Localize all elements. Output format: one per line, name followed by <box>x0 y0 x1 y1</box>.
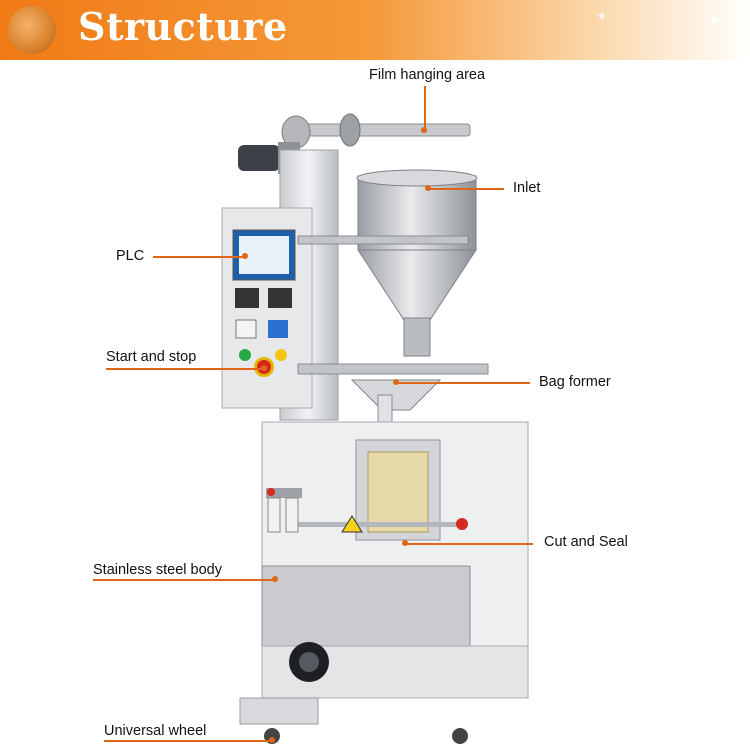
bag-former <box>350 379 442 411</box>
leader-dot-inlet <box>425 185 431 191</box>
film-roll-shaft <box>281 113 471 149</box>
leader-bag-former <box>396 382 530 384</box>
leader-inlet <box>428 188 504 190</box>
leader-cut-and-seal <box>405 543 533 545</box>
air-filter-regulator <box>266 488 302 533</box>
wheel-front-right-icon <box>452 728 468 744</box>
leader-film-hanging-area <box>424 86 426 130</box>
star-icon: ★ <box>708 12 721 28</box>
label-plc: PLC <box>116 248 145 264</box>
pull-board <box>239 697 319 725</box>
cutter-handle-knob-icon <box>456 518 468 530</box>
lower-cabinet <box>261 565 471 647</box>
leader-dot-film-hanging-area <box>421 127 427 133</box>
leader-dot-start-and-stop <box>261 365 267 371</box>
cutter-bar <box>296 522 466 527</box>
temperature-controller-right <box>268 288 292 308</box>
sparkle-icon: ✦ <box>596 8 608 24</box>
temperature-controller-left <box>235 288 259 308</box>
page-title: Structure <box>78 4 288 49</box>
label-cut-and-seal: Cut and Seal <box>544 534 628 550</box>
leader-dot-universal-wheel <box>269 737 275 743</box>
warning-triangle-icon <box>341 515 363 533</box>
label-film-hanging-area: Film hanging area <box>369 67 486 83</box>
film-guide-rail <box>297 235 469 245</box>
leader-start-and-stop <box>106 368 264 370</box>
header-banner: Structure ✦ ★ <box>0 0 750 60</box>
leader-dot-bag-former <box>393 379 399 385</box>
label-bag-former: Bag former <box>539 374 611 390</box>
start-button-icon <box>239 349 251 361</box>
label-start-and-stop: Start and stop <box>106 349 197 365</box>
leader-dot-cut-and-seal <box>402 540 408 546</box>
leader-plc <box>153 256 245 258</box>
label-universal-wheel: Universal wheel <box>104 723 207 739</box>
medallion-logo-icon <box>8 6 56 54</box>
bag-former-rail <box>297 363 489 375</box>
power-switch <box>268 320 288 338</box>
inlet-hopper <box>356 169 478 357</box>
leader-dot-stainless-steel-body <box>272 576 278 582</box>
label-inlet: Inlet <box>513 180 541 196</box>
leader-universal-wheel <box>104 740 272 742</box>
fan-hub-icon <box>299 652 319 672</box>
leader-stainless-steel-body <box>93 579 275 581</box>
meter-gauge <box>235 319 257 339</box>
heat-sealing-jaws <box>367 451 429 533</box>
indicator-light-icon <box>275 349 287 361</box>
leader-dot-plc <box>242 253 248 259</box>
label-stainless-steel-body: Stainless steel body <box>93 562 222 578</box>
